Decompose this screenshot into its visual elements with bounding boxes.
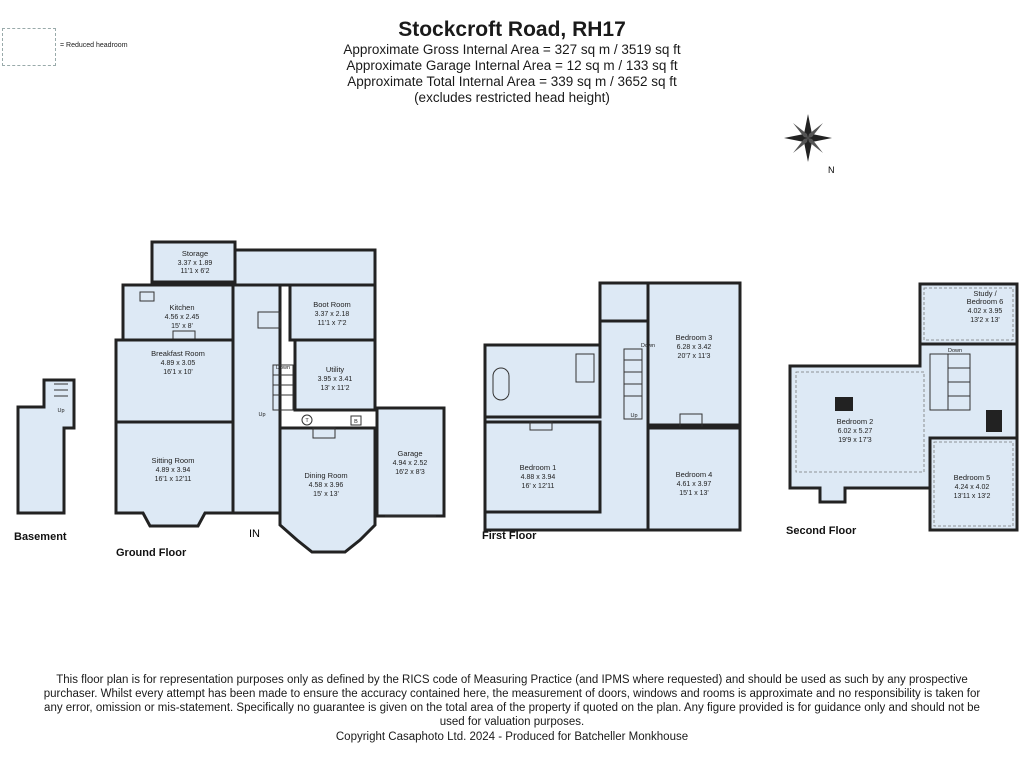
bedroom4-metric: 4.61 x 3.97 bbox=[677, 481, 712, 488]
boot-room-name: Boot Room bbox=[313, 300, 351, 309]
boot-room-imperial: 11'1 x 7'2 bbox=[317, 320, 346, 327]
dining-room-name: Dining Room bbox=[304, 471, 347, 480]
second-down-marker: Down bbox=[948, 348, 962, 354]
boot-room-metric: 3.37 x 2.18 bbox=[315, 311, 350, 318]
garage-name: Garage bbox=[397, 449, 422, 458]
copyright: Copyright Casaphoto Ltd. 2024 - Produced… bbox=[335, 731, 689, 743]
bedroom1-name: Bedroom 1 bbox=[520, 463, 557, 472]
bedroom1-imperial: 16' x 12'11 bbox=[522, 483, 555, 490]
basement-label: Basement bbox=[14, 531, 67, 543]
sitting-room bbox=[114, 420, 235, 528]
entrance-marker: IN bbox=[249, 528, 260, 540]
bedroom1-metric: 4.88 x 3.94 bbox=[521, 474, 556, 481]
kitchen-name: Kitchen bbox=[169, 303, 194, 312]
bedroom-3 bbox=[646, 281, 742, 427]
dining-room-metric: 4.58 x 3.96 bbox=[309, 482, 344, 489]
bedroom3-name: Bedroom 3 bbox=[676, 333, 713, 342]
area-note: (excludes restricted head height) bbox=[414, 90, 610, 105]
bedroom-4 bbox=[646, 426, 742, 532]
first-down-marker: Down bbox=[641, 343, 655, 349]
garage-imperial: 16'2 x 8'3 bbox=[395, 469, 425, 476]
study-imperial: 13'2 x 13' bbox=[970, 317, 1000, 324]
storage-metric: 3.37 x 1.89 bbox=[178, 260, 213, 267]
utility-name: Utility bbox=[326, 365, 345, 374]
kitchen-metric: 4.56 x 2.45 bbox=[165, 314, 200, 321]
study-metric: 4.02 x 3.95 bbox=[968, 308, 1003, 315]
sitting-room-name: Sitting Room bbox=[152, 456, 195, 465]
first-floor-label: First Floor bbox=[482, 530, 537, 542]
storage-room bbox=[150, 240, 237, 284]
utility-imperial: 13' x 11'2 bbox=[320, 385, 349, 392]
gross-area: Approximate Gross Internal Area = 327 sq… bbox=[343, 42, 681, 57]
storage-imperial: 11'1 x 6'2 bbox=[180, 268, 209, 275]
garage-room bbox=[375, 406, 446, 518]
second-floor-plan: Down Study / Bedroom 6 4.02 x 3.95 13'2 … bbox=[786, 282, 1019, 537]
kitchen-imperial: 15' x 8' bbox=[171, 323, 193, 330]
bedroom3-metric: 6.28 x 3.42 bbox=[677, 344, 712, 351]
study-name: Study / bbox=[973, 289, 997, 298]
ground-floor-plan: Down Up T B Storage 3.37 x 1.89 11'1 x 6… bbox=[114, 240, 446, 559]
second-floor-label: Second Floor bbox=[786, 525, 857, 537]
en-suite bbox=[598, 281, 650, 323]
dining-room bbox=[278, 426, 377, 554]
disclaimer: This floor plan is for representation pu… bbox=[43, 674, 981, 728]
bedroom5-metric: 4.24 x 4.02 bbox=[955, 484, 990, 491]
utility-metric: 3.95 x 3.41 bbox=[318, 376, 353, 383]
boiler-marker: B bbox=[354, 419, 358, 425]
breakfast-room-imperial: 16'1 x 10' bbox=[163, 369, 193, 376]
basement-up-marker: Up bbox=[57, 408, 64, 414]
study-bedroom-6 bbox=[918, 282, 1019, 346]
garage-area: Approximate Garage Internal Area = 12 sq… bbox=[346, 58, 678, 73]
compass-icon: N bbox=[784, 114, 835, 175]
compass-label: N bbox=[828, 165, 835, 175]
first-floor-plan: Down Up Bedroom 3 6.28 x 3.42 20'7 x 11'… bbox=[482, 281, 742, 542]
bedroom-1 bbox=[483, 420, 602, 514]
reduced-headroom-swatch bbox=[2, 28, 56, 66]
sitting-room-imperial: 16'1 x 12'11 bbox=[155, 476, 192, 483]
bedroom4-imperial: 15'1 x 13' bbox=[679, 490, 709, 497]
study-name-2: Bedroom 6 bbox=[967, 297, 1004, 306]
breakfast-room-metric: 4.89 x 3.05 bbox=[161, 360, 196, 367]
ground-floor-label: Ground Floor bbox=[116, 547, 187, 559]
bedroom-5 bbox=[928, 436, 1019, 532]
first-up-marker: Up bbox=[630, 413, 637, 419]
garage-metric: 4.94 x 2.52 bbox=[393, 460, 428, 467]
bedroom3-imperial: 20'7 x 11'3 bbox=[678, 353, 711, 360]
property-title: Stockcroft Road, RH17 bbox=[398, 18, 626, 41]
bedroom2-metric: 6.02 x 5.27 bbox=[838, 428, 873, 435]
basement-plan: Up Basement bbox=[14, 378, 76, 543]
ground-down-marker: Down bbox=[276, 365, 290, 371]
breakfast-room-name: Breakfast Room bbox=[151, 349, 205, 358]
header: Stockcroft Road, RH17 Approximate Gross … bbox=[0, 18, 1024, 106]
bedroom4-name: Bedroom 4 bbox=[676, 470, 713, 479]
sitting-room-metric: 4.89 x 3.94 bbox=[156, 467, 191, 474]
toilet-marker: T bbox=[305, 418, 309, 424]
storage-name: Storage bbox=[182, 249, 208, 258]
bedroom5-imperial: 13'11 x 13'2 bbox=[954, 493, 991, 500]
bathroom bbox=[483, 343, 602, 419]
ground-up-marker: Up bbox=[258, 412, 265, 418]
dining-room-imperial: 15' x 13' bbox=[313, 491, 339, 498]
bedroom5-name: Bedroom 5 bbox=[954, 473, 991, 482]
utility-room bbox=[293, 338, 377, 412]
total-area: Approximate Total Internal Area = 339 sq… bbox=[347, 74, 677, 89]
bedroom2-name: Bedroom 2 bbox=[837, 417, 874, 426]
bedroom2-imperial: 19'9 x 17'3 bbox=[838, 437, 872, 444]
legend-text: = Reduced headroom bbox=[60, 42, 128, 49]
